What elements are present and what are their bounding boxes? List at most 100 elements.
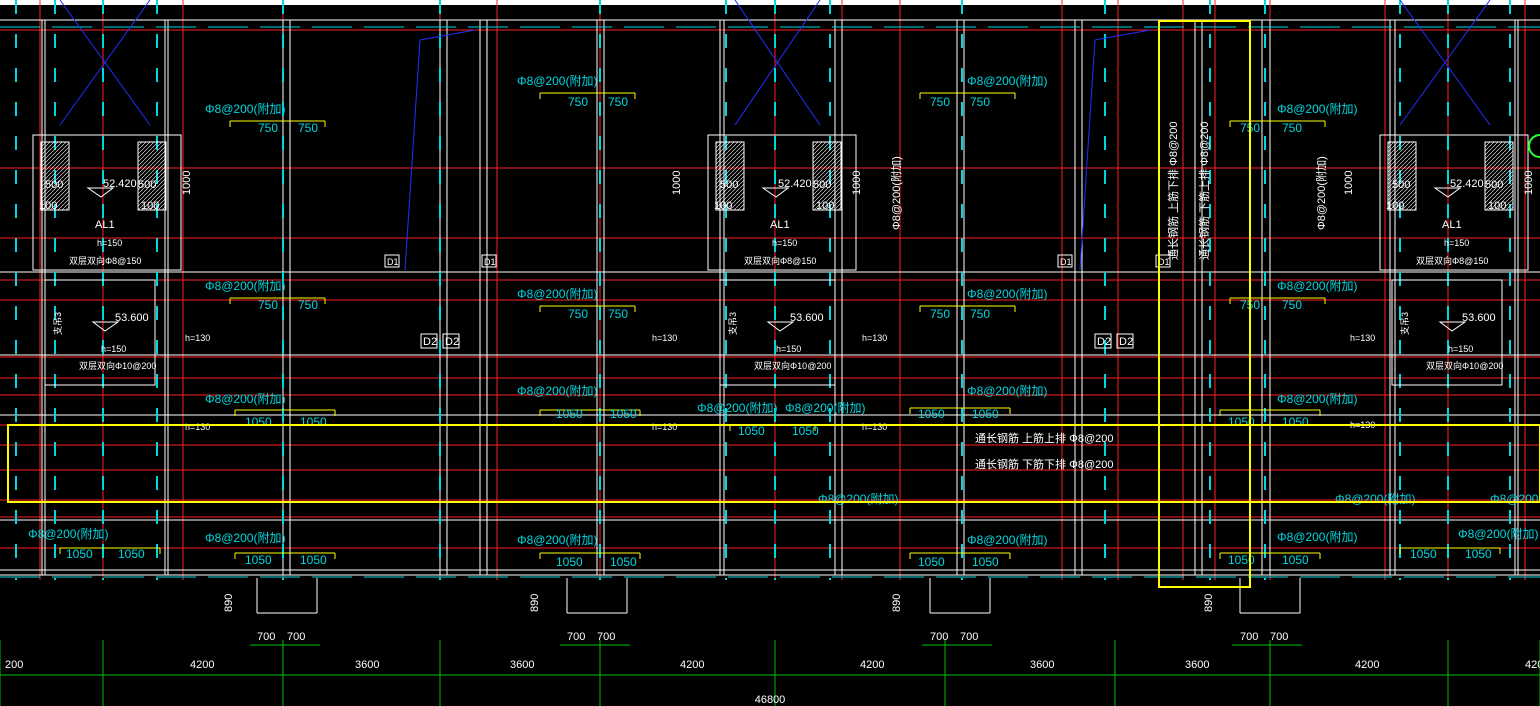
- span-dimension: 3600: [1030, 659, 1054, 671]
- span-dimension: 200: [5, 659, 23, 671]
- elevation-label: 52.420: [778, 178, 812, 190]
- side-tag: 支吊3: [1399, 312, 1410, 335]
- elevation-marker: [1438, 321, 1467, 332]
- dim-500: 500: [720, 179, 738, 191]
- span-dimension: 3600: [510, 659, 534, 671]
- length-1050: 1050: [66, 547, 93, 561]
- length-1050: 1050: [972, 407, 999, 421]
- elevation-label: 53.600: [790, 312, 824, 324]
- opening-label: D2: [423, 336, 437, 348]
- dim-1000: 1000: [671, 171, 683, 195]
- dim-500: 500: [813, 179, 831, 191]
- opening-label: D2: [1097, 336, 1111, 348]
- dim-100: 100: [1386, 200, 1404, 212]
- long-rebar-vertical: 通长钢筋 上筋下排 Φ8@200: [1166, 121, 1180, 260]
- opening-box: [420, 333, 438, 349]
- span-dimension: 4200: [860, 659, 884, 671]
- dim-500: 500: [138, 179, 156, 191]
- side-tag: 支吊3: [52, 312, 63, 335]
- length-750: 750: [258, 121, 278, 135]
- thickness-label: h=130: [652, 422, 677, 432]
- dim-500: 500: [1485, 179, 1503, 191]
- dim-700: 700: [567, 631, 585, 643]
- span-dimension: 3600: [1185, 659, 1209, 671]
- additional-rebar-label: Φ8@200(附加): [1277, 530, 1357, 544]
- length-1050: 1050: [610, 555, 637, 569]
- additional-rebar-vertical: Φ8@200(附加): [1314, 156, 1328, 230]
- additional-rebar-label: Φ8@200(附加): [1335, 492, 1415, 506]
- rebar-label: 双层双向Φ8@150: [1416, 255, 1488, 266]
- length-1050: 1050: [1282, 553, 1309, 567]
- span-dimension: 4200: [190, 659, 214, 671]
- length-1050: 1050: [972, 555, 999, 569]
- hatched-wall: [1484, 141, 1514, 211]
- opening-label: D1: [484, 257, 496, 267]
- rebar-label: 双层双向Φ10@200: [1426, 360, 1503, 371]
- circle-marker: [1528, 134, 1540, 158]
- dim-100: 100: [39, 200, 57, 212]
- lift-pit-outline: [44, 279, 156, 386]
- additional-rebar-label: Φ8@200(附加): [205, 392, 285, 406]
- dim-1000: 1000: [1523, 171, 1535, 195]
- opening-label: D2: [1119, 336, 1133, 348]
- opening-box: [442, 333, 460, 349]
- diagonal-brace-line: [1079, 39, 1096, 271]
- additional-rebar-label: Φ8@200(附加): [517, 287, 597, 301]
- dim-700: 700: [960, 631, 978, 643]
- additional-rebar-label: Φ8@200(附加): [1458, 527, 1538, 541]
- span-dimension: 4200: [1355, 659, 1379, 671]
- window-top-strip: [0, 0, 1540, 5]
- dim-890: 890: [1203, 594, 1215, 612]
- highlight-horizontal-band: [7, 424, 1540, 503]
- opening-box: [1116, 333, 1134, 349]
- span-dimension: 3600: [355, 659, 379, 671]
- dim-100: 100: [1488, 200, 1506, 212]
- opening-box: [1155, 254, 1171, 268]
- additional-rebar-label: Φ8@200(附加): [697, 401, 777, 415]
- opening-label: D1: [1060, 257, 1072, 267]
- total-dimension: 46800: [755, 694, 786, 706]
- dim-100: 100: [816, 200, 834, 212]
- length-1050: 1050: [556, 407, 583, 421]
- hatched-wall: [715, 141, 745, 211]
- length-1050: 1050: [300, 553, 327, 567]
- additional-rebar-vertical: Φ8@200(附加): [889, 156, 903, 230]
- core-outline: [1379, 134, 1529, 271]
- diagonal-brace-line: [419, 29, 476, 41]
- length-750: 750: [930, 95, 950, 109]
- length-1050: 1050: [918, 407, 945, 421]
- length-750: 750: [608, 95, 628, 109]
- long-rebar-label: 通长钢筋 上筋上排 Φ8@200: [975, 431, 1114, 445]
- length-750: 750: [1282, 298, 1302, 312]
- additional-rebar-label: Φ8@200(附加): [28, 527, 108, 541]
- dim-890: 890: [529, 594, 541, 612]
- elevation-marker: [86, 187, 115, 198]
- additional-rebar-label: Φ8@200(附加): [205, 102, 285, 116]
- thickness-label: h=150: [1448, 344, 1473, 354]
- length-750: 750: [930, 307, 950, 321]
- opening-box: [1094, 333, 1112, 349]
- thickness-label: h=150: [776, 344, 801, 354]
- length-750: 750: [608, 307, 628, 321]
- elevation-label: 52.420: [103, 178, 137, 190]
- additional-rebar-label: Φ8@200(附加): [1490, 492, 1540, 506]
- thickness-label: h=150: [101, 344, 126, 354]
- core-outline: [707, 134, 857, 271]
- dim-500: 500: [1392, 179, 1410, 191]
- span-dimension: 420: [1525, 659, 1540, 671]
- additional-rebar-label: Φ8@200(附加): [967, 384, 1047, 398]
- thickness-label: h=130: [862, 333, 887, 343]
- diagonal-brace-line: [1094, 29, 1151, 41]
- thickness-label: h=130: [185, 333, 210, 343]
- dim-700: 700: [257, 631, 275, 643]
- additional-rebar-label: Φ8@200(附加): [1277, 279, 1357, 293]
- core-outline: [32, 134, 182, 271]
- thickness-label: h=130: [652, 333, 677, 343]
- highlight-vertical-band: [1158, 20, 1251, 588]
- additional-rebar-label: Φ8@200(附加): [818, 492, 898, 506]
- length-750: 750: [568, 307, 588, 321]
- additional-rebar-label: Φ8@200(附加): [785, 401, 865, 415]
- length-750: 750: [258, 298, 278, 312]
- thickness-label: h=130: [1350, 333, 1375, 343]
